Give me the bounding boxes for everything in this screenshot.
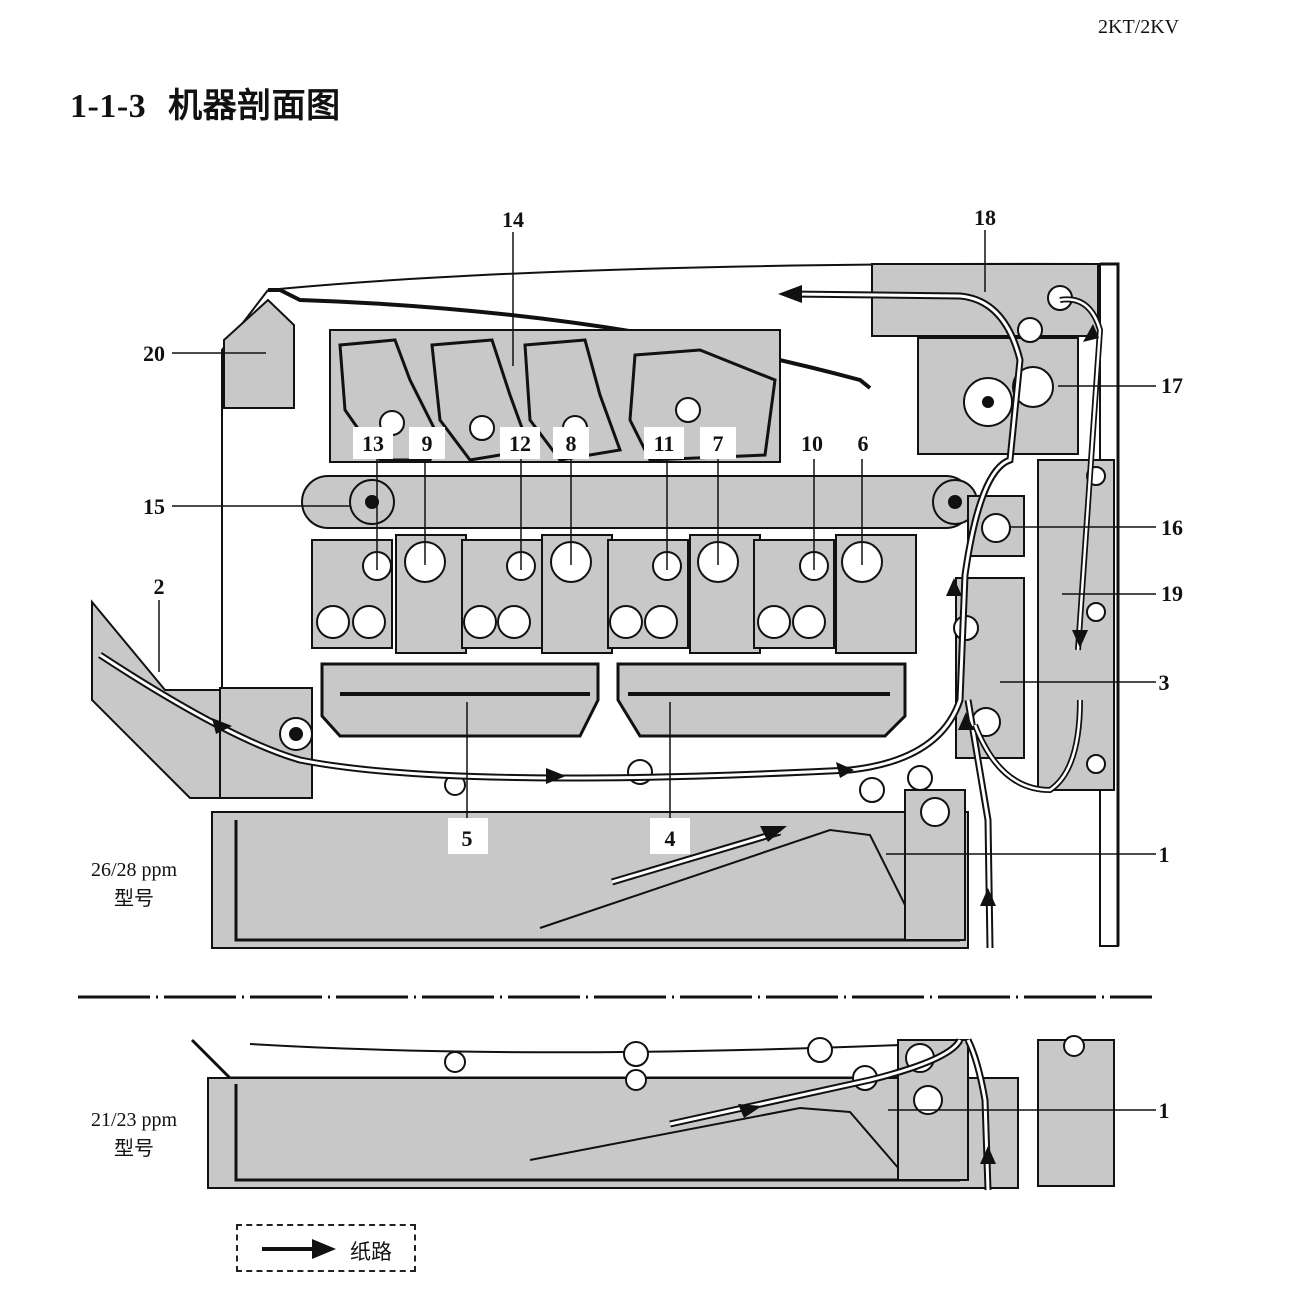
drum-units [311, 534, 917, 654]
legend: 纸路 [236, 1224, 416, 1272]
model-upper-speed: 26/28 ppm [90, 859, 178, 881]
callout-14: 14 [502, 207, 524, 232]
callout-16: 16 [1161, 515, 1183, 540]
model-upper-suffix: 型号 [114, 886, 154, 910]
callout-19: 19 [1161, 581, 1183, 606]
callout-18: 18 [974, 205, 996, 230]
model-label-lower: 21/23 ppm 型号 [70, 1106, 198, 1162]
drums [316, 541, 883, 639]
callout-labels: 14 18 17 16 19 3 1 20 15 2 5 4 13 9 12 8… [143, 205, 1183, 1123]
callout-11: 11 [654, 431, 675, 456]
callout-1-lower: 1 [1159, 1098, 1170, 1123]
callout-4: 4 [665, 826, 676, 851]
legend-label: 纸路 [350, 1240, 392, 1264]
leader-lines [158, 230, 1156, 855]
paper-path-upper [98, 285, 1104, 949]
callout-13: 13 [362, 431, 384, 456]
callout-12: 12 [509, 431, 531, 456]
paper-path-lower [669, 1038, 996, 1191]
callout-3: 3 [1159, 670, 1170, 695]
callout-5: 5 [462, 826, 473, 851]
model-lower-suffix: 型号 [114, 1136, 154, 1160]
callout-8: 8 [566, 431, 577, 456]
section-title: 机器剖面图 [168, 86, 341, 126]
callout-9: 9 [422, 431, 433, 456]
callout-1: 1 [1159, 842, 1170, 867]
callout-2: 2 [154, 574, 165, 599]
section-number: 1-1-3 [70, 88, 147, 125]
callout-7: 7 [713, 431, 724, 456]
callout-boxes [353, 427, 881, 854]
model-lower-speed: 21/23 ppm [90, 1109, 178, 1131]
callout-6: 6 [858, 431, 869, 456]
model-label-upper: 26/28 ppm 型号 [70, 856, 198, 912]
arrow-right-icon [262, 1239, 336, 1259]
section-heading: 1-1-3 机器剖面图 [70, 78, 341, 127]
callout-17: 17 [1161, 373, 1183, 398]
callout-20: 20 [143, 341, 165, 366]
callout-15: 15 [143, 494, 165, 519]
callout-10: 10 [801, 431, 823, 456]
document-code: 2KT/2KV [1098, 16, 1180, 38]
